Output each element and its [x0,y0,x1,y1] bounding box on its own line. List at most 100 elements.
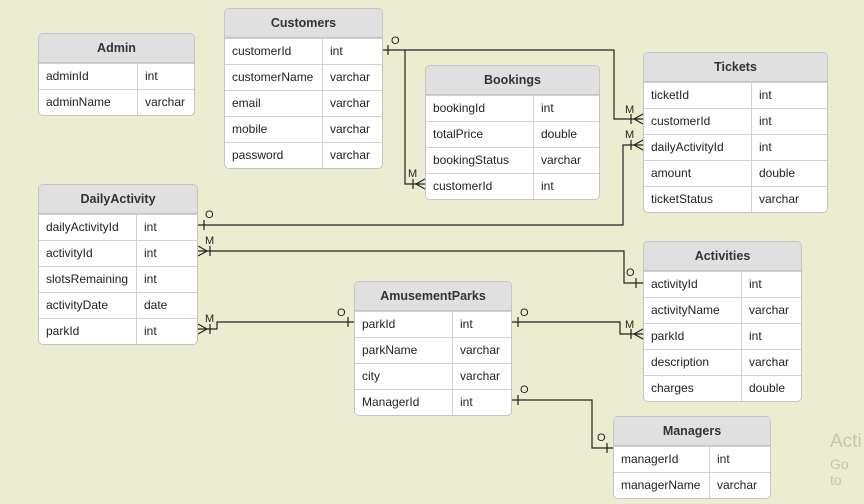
field-row[interactable]: dailyActivityId int [39,214,197,240]
entity-title: Bookings [426,66,599,95]
field-type: varchar [330,70,371,84]
field-type: int [541,101,554,115]
field-row[interactable]: activityId int [644,271,801,297]
relationship-line [512,321,643,335]
field-name: activityId [644,272,742,297]
field-name: ticketId [644,83,752,108]
field-name: bookingId [426,96,534,121]
crow-foot-prong [633,113,644,120]
crow-foot-prong [197,323,208,330]
field-name: dailyActivityId [39,215,137,240]
field-name: city [355,364,453,389]
cardinality-label: O [520,384,529,396]
field-name: mobile [225,117,323,142]
field-name: totalPrice [426,122,534,147]
field-name: customerId [225,39,323,64]
entity-title: Customers [225,9,382,38]
field-name: parkId [39,319,137,344]
relationship-line [198,144,643,226]
field-row[interactable]: ManagerId int [355,389,511,415]
field-row[interactable]: city varchar [355,363,511,389]
cardinality-label: O [520,307,529,319]
field-name: amount [644,161,752,186]
windows-activation-watermark: Acti [830,431,862,452]
field-type: varchar [541,153,582,167]
field-name: customerName [225,65,323,90]
crow-foot-prong [633,118,644,125]
crow-foot-prong [633,328,644,335]
relationship-line [198,250,643,284]
crow-foot-prong [633,333,644,340]
windows-activation-watermark-subtext: Go to [830,456,849,488]
field-type: varchar [717,478,758,492]
field-name: ManagerId [355,390,453,415]
field-type: int [759,114,772,128]
field-type: int [460,395,473,409]
field-name: customerId [644,109,752,134]
entity-title: Admin [39,34,194,63]
crow-foot-prong [197,250,208,257]
crow-foot-prong [415,183,426,190]
field-row[interactable]: bookingId int [426,95,599,121]
cardinality-label: O [337,307,346,319]
entity-bookings[interactable]: Bookings bookingId int totalPrice double b… [425,65,600,200]
field-name: charges [644,376,742,401]
field-name: adminId [39,64,138,89]
field-type: varchar [749,355,790,369]
relationship-line [405,49,643,120]
field-type: int [144,272,157,286]
cardinality-label: M [205,235,214,247]
field-type: int [749,277,762,291]
field-type: int [145,69,158,83]
field-row[interactable]: customerName varchar [225,64,382,90]
field-row[interactable]: totalPrice double [426,121,599,147]
field-row[interactable]: customerId int [644,108,827,134]
cardinality-label: M [625,104,634,116]
crow-foot-prong [197,328,208,335]
field-name: customerId [426,174,534,199]
crow-foot-prong [633,144,644,151]
field-name: parkName [355,338,453,363]
crow-foot-prong [415,178,426,185]
cardinality-label: M [625,319,634,331]
field-name: activityName [644,298,742,323]
field-name: email [225,91,323,116]
field-type: varchar [460,369,501,383]
field-row[interactable]: adminId int [39,63,194,89]
field-type: int [144,220,157,234]
relationship-line [383,49,425,185]
field-type: double [541,127,578,141]
field-type: date [144,298,168,312]
